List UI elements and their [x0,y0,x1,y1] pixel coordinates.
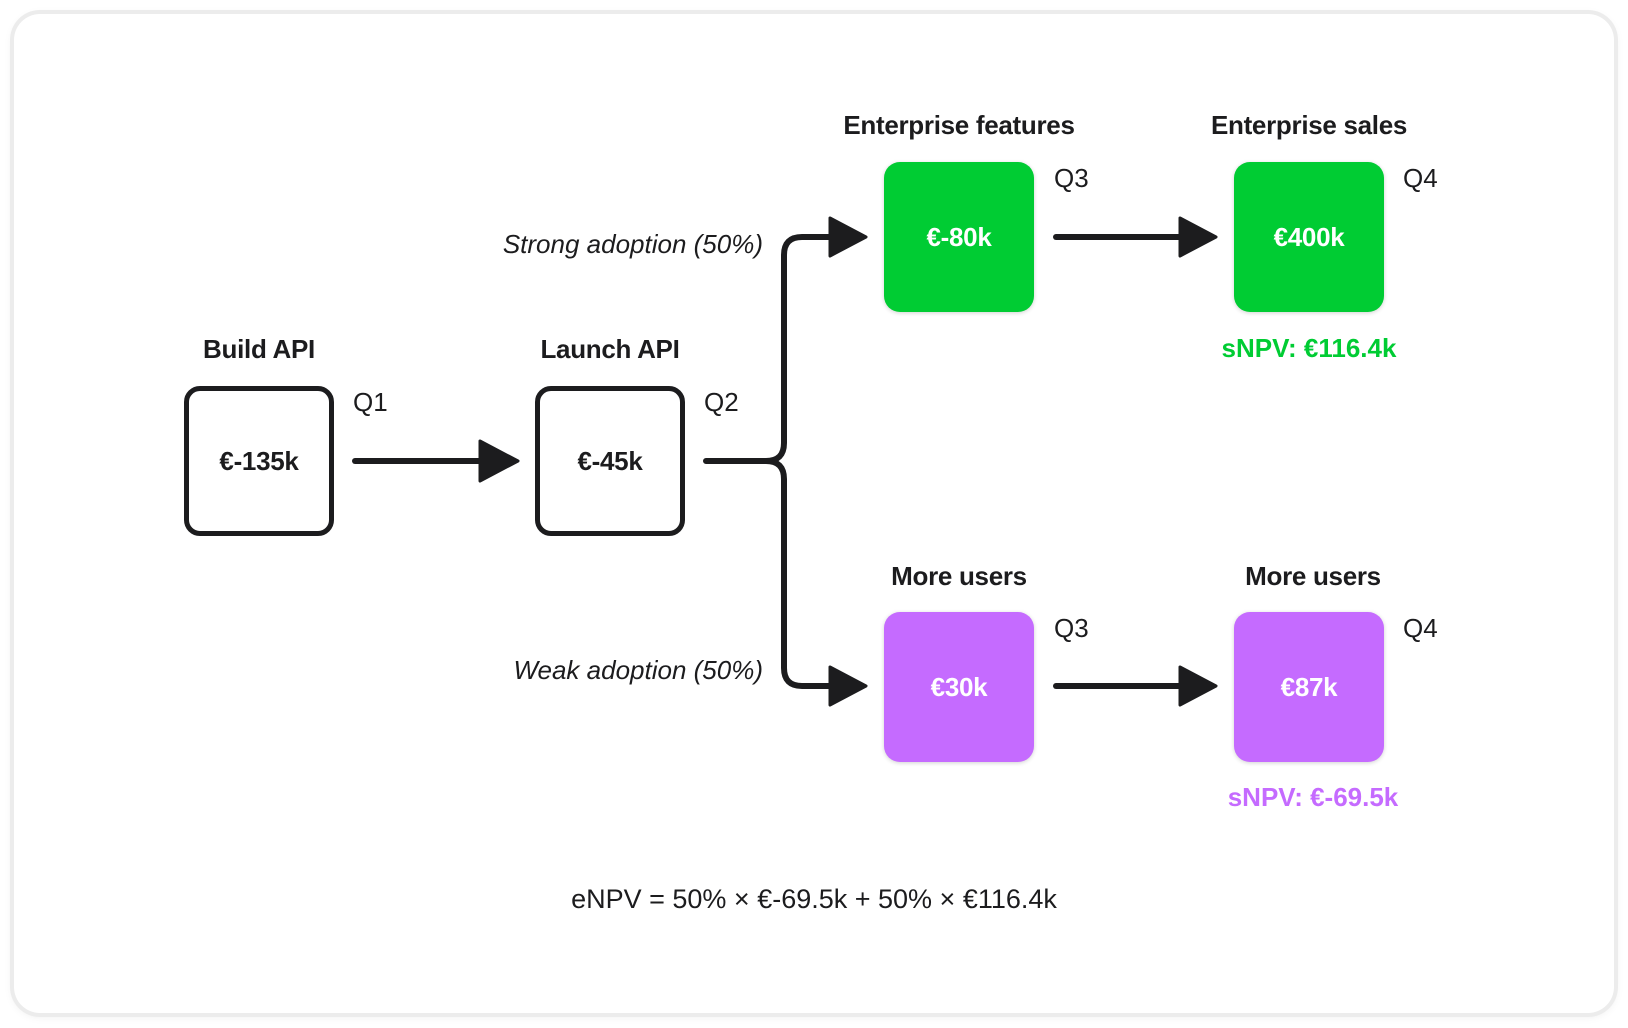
quarter-label-q3-top: Q3 [1054,163,1089,193]
node-title-build-api: Build API [203,334,315,364]
node-title-enterprise-features: Enterprise features [843,110,1075,140]
quarter-label-q4-bottom: Q4 [1403,613,1438,643]
node-title-enterprise-sales: Enterprise sales [1210,110,1408,140]
node-value-build-api: €-135k [219,445,299,476]
node-enterprise-features[interactable]: €-80k [884,162,1034,312]
node-value-more-users-q4: €87k [1280,671,1338,702]
enpv-formula: eNPV = 50% × €-69.5k + 50% × €116.4k [571,884,1057,914]
quarter-label-q2: Q2 [704,387,739,417]
node-title-more-users-q4: More users [1245,561,1381,591]
node-value-more-users-q3: €30k [930,671,988,702]
node-value-launch-api: €-45k [577,445,643,476]
branch-label-weak: Weak adoption (50%) [513,655,763,685]
snpv-weak: sNPV: €-69.5k [1227,782,1399,812]
node-value-enterprise-sales: €400k [1273,221,1345,252]
snpv-strong: sNPV: €116.4k [1221,333,1397,363]
node-build-api[interactable]: €-135k [184,386,334,536]
quarter-label-q4-top: Q4 [1403,163,1438,193]
branch-label-strong: Strong adoption (50%) [502,229,763,259]
node-value-enterprise-features: €-80k [926,221,992,252]
node-title-launch-api: Launch API [540,334,680,364]
node-title-more-users-q3: More users [891,561,1027,591]
node-more-users-q3[interactable]: €30k [884,612,1034,762]
node-enterprise-sales[interactable]: €400k [1234,162,1384,312]
quarter-label-q1: Q1 [353,387,388,417]
quarter-label-q3-bottom: Q3 [1054,613,1089,643]
node-more-users-q4[interactable]: €87k [1234,612,1384,762]
node-launch-api[interactable]: €-45k [535,386,685,536]
